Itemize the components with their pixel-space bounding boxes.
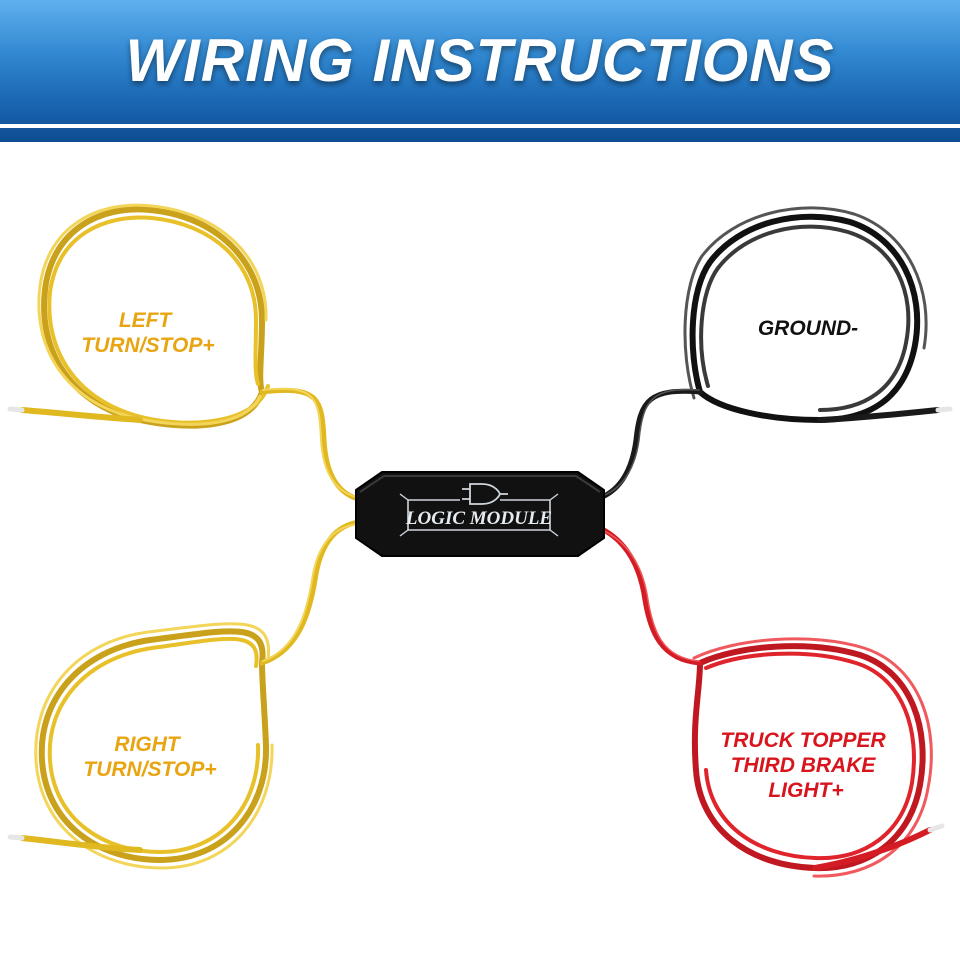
left-bottom-label-line-1: RIGHT: [114, 733, 182, 756]
left-top-label: LEFT TURN/STOP+: [81, 309, 214, 357]
right-top-label-line-1: GROUND-: [758, 317, 858, 340]
logic-gate-icon: [462, 483, 508, 505]
right-top-label: GROUND-: [758, 317, 858, 340]
right-bottom-label-line-1: TRUCK TOPPER: [720, 729, 886, 752]
right-turn-stop-wire: RIGHT TURN/STOP+: [7, 519, 363, 870]
module-label: LOGIC MODULE: [405, 508, 552, 529]
left-top-label-line-1: LEFT: [119, 309, 174, 332]
header-divider: [0, 124, 960, 128]
third-brake-light-wire: TRUCK TOPPER THIRD BRAKE LIGHT+: [597, 525, 945, 878]
ground-wire: GROUND-: [597, 206, 953, 501]
left-bottom-label-line-2: TURN/STOP+: [83, 758, 216, 781]
header-banner: WIRING INSTRUCTIONS: [0, 0, 960, 142]
left-bottom-label: RIGHT TURN/STOP+: [83, 733, 216, 781]
right-bottom-label-line-2: THIRD BRAKE: [731, 754, 877, 777]
left-top-label-line-2: TURN/STOP+: [81, 334, 214, 357]
right-bottom-label: TRUCK TOPPER THIRD BRAKE LIGHT+: [720, 729, 891, 802]
right-bottom-label-line-3: LIGHT+: [768, 779, 843, 802]
logic-module: LOGIC MODULE: [355, 471, 605, 557]
left-turn-stop-wire: LEFT TURN/STOP+: [7, 203, 365, 503]
page-title: WIRING INSTRUCTIONS: [125, 27, 835, 94]
